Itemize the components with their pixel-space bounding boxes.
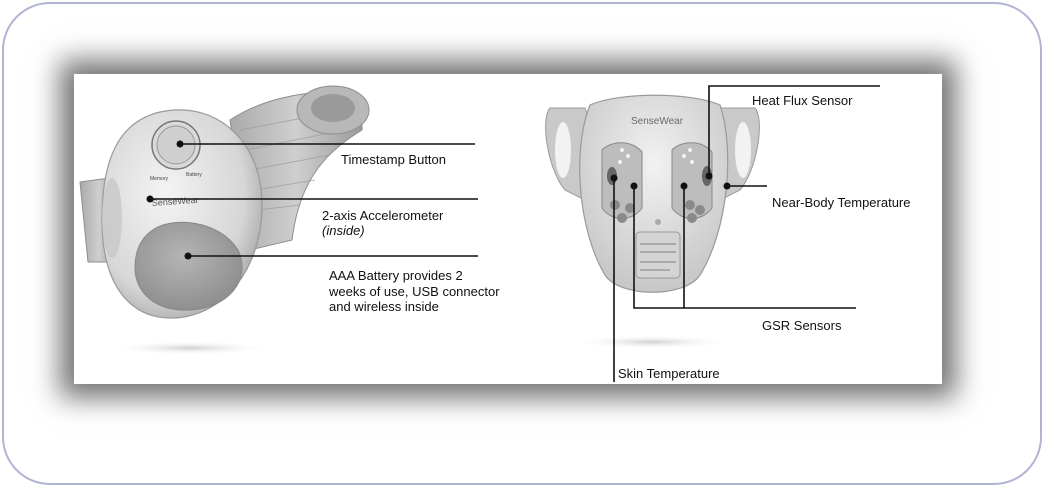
- gsr-label: GSR Sensors: [762, 318, 842, 333]
- battery-pod: [134, 221, 243, 311]
- heat-flux-leader: [708, 85, 880, 176]
- battery-text: Battery: [186, 172, 202, 178]
- right-device: SenseWear: [545, 94, 760, 349]
- pad-dots: [618, 148, 694, 164]
- battery-label-line2: weeks of use, USB connector: [329, 284, 500, 299]
- leader-dots: [146, 140, 731, 260]
- accelerometer-inside-label: (inside): [322, 223, 365, 238]
- heat-flux-label: Heat Flux Sensor: [752, 93, 853, 108]
- timestamp-label: Timestamp Button: [341, 152, 447, 167]
- skin-temp-label: Skin Temperature: [618, 366, 720, 381]
- label-icon: [655, 219, 661, 225]
- left-device-shadow: [110, 341, 270, 355]
- strap-texture: [239, 107, 356, 211]
- right-brand-text: SenseWear: [631, 116, 684, 127]
- right-sensor-pad: [671, 142, 713, 219]
- accelerometer-label: 2-axis Accelerometer: [322, 208, 444, 223]
- near-body-label: Near-Body Temperature: [772, 195, 911, 210]
- memory-text: Memory: [150, 176, 169, 182]
- left-device: Memory Battery SenseWear: [79, 85, 370, 355]
- accelerometer-inside-text: (inside): [322, 223, 365, 238]
- battery-label-line3: and wireless inside: [329, 299, 439, 314]
- leader-lines: [150, 85, 880, 382]
- gsr-leader: [633, 186, 856, 309]
- label-lines: [640, 243, 676, 271]
- sensor-side-edge: [102, 178, 122, 258]
- battery-label-line1: AAA Battery provides 2: [329, 268, 463, 283]
- pad-bumps: [610, 200, 705, 223]
- right-device-shadow: [572, 335, 732, 349]
- strap-buckle: [311, 94, 355, 122]
- product-label: [635, 231, 681, 279]
- left-sensor-pad: [601, 142, 643, 219]
- left-wing-slot: [555, 122, 571, 178]
- left-brand-text: SenseWear: [151, 195, 198, 208]
- right-wing-slot: [735, 122, 751, 178]
- timestamp-button-inner: [156, 125, 196, 165]
